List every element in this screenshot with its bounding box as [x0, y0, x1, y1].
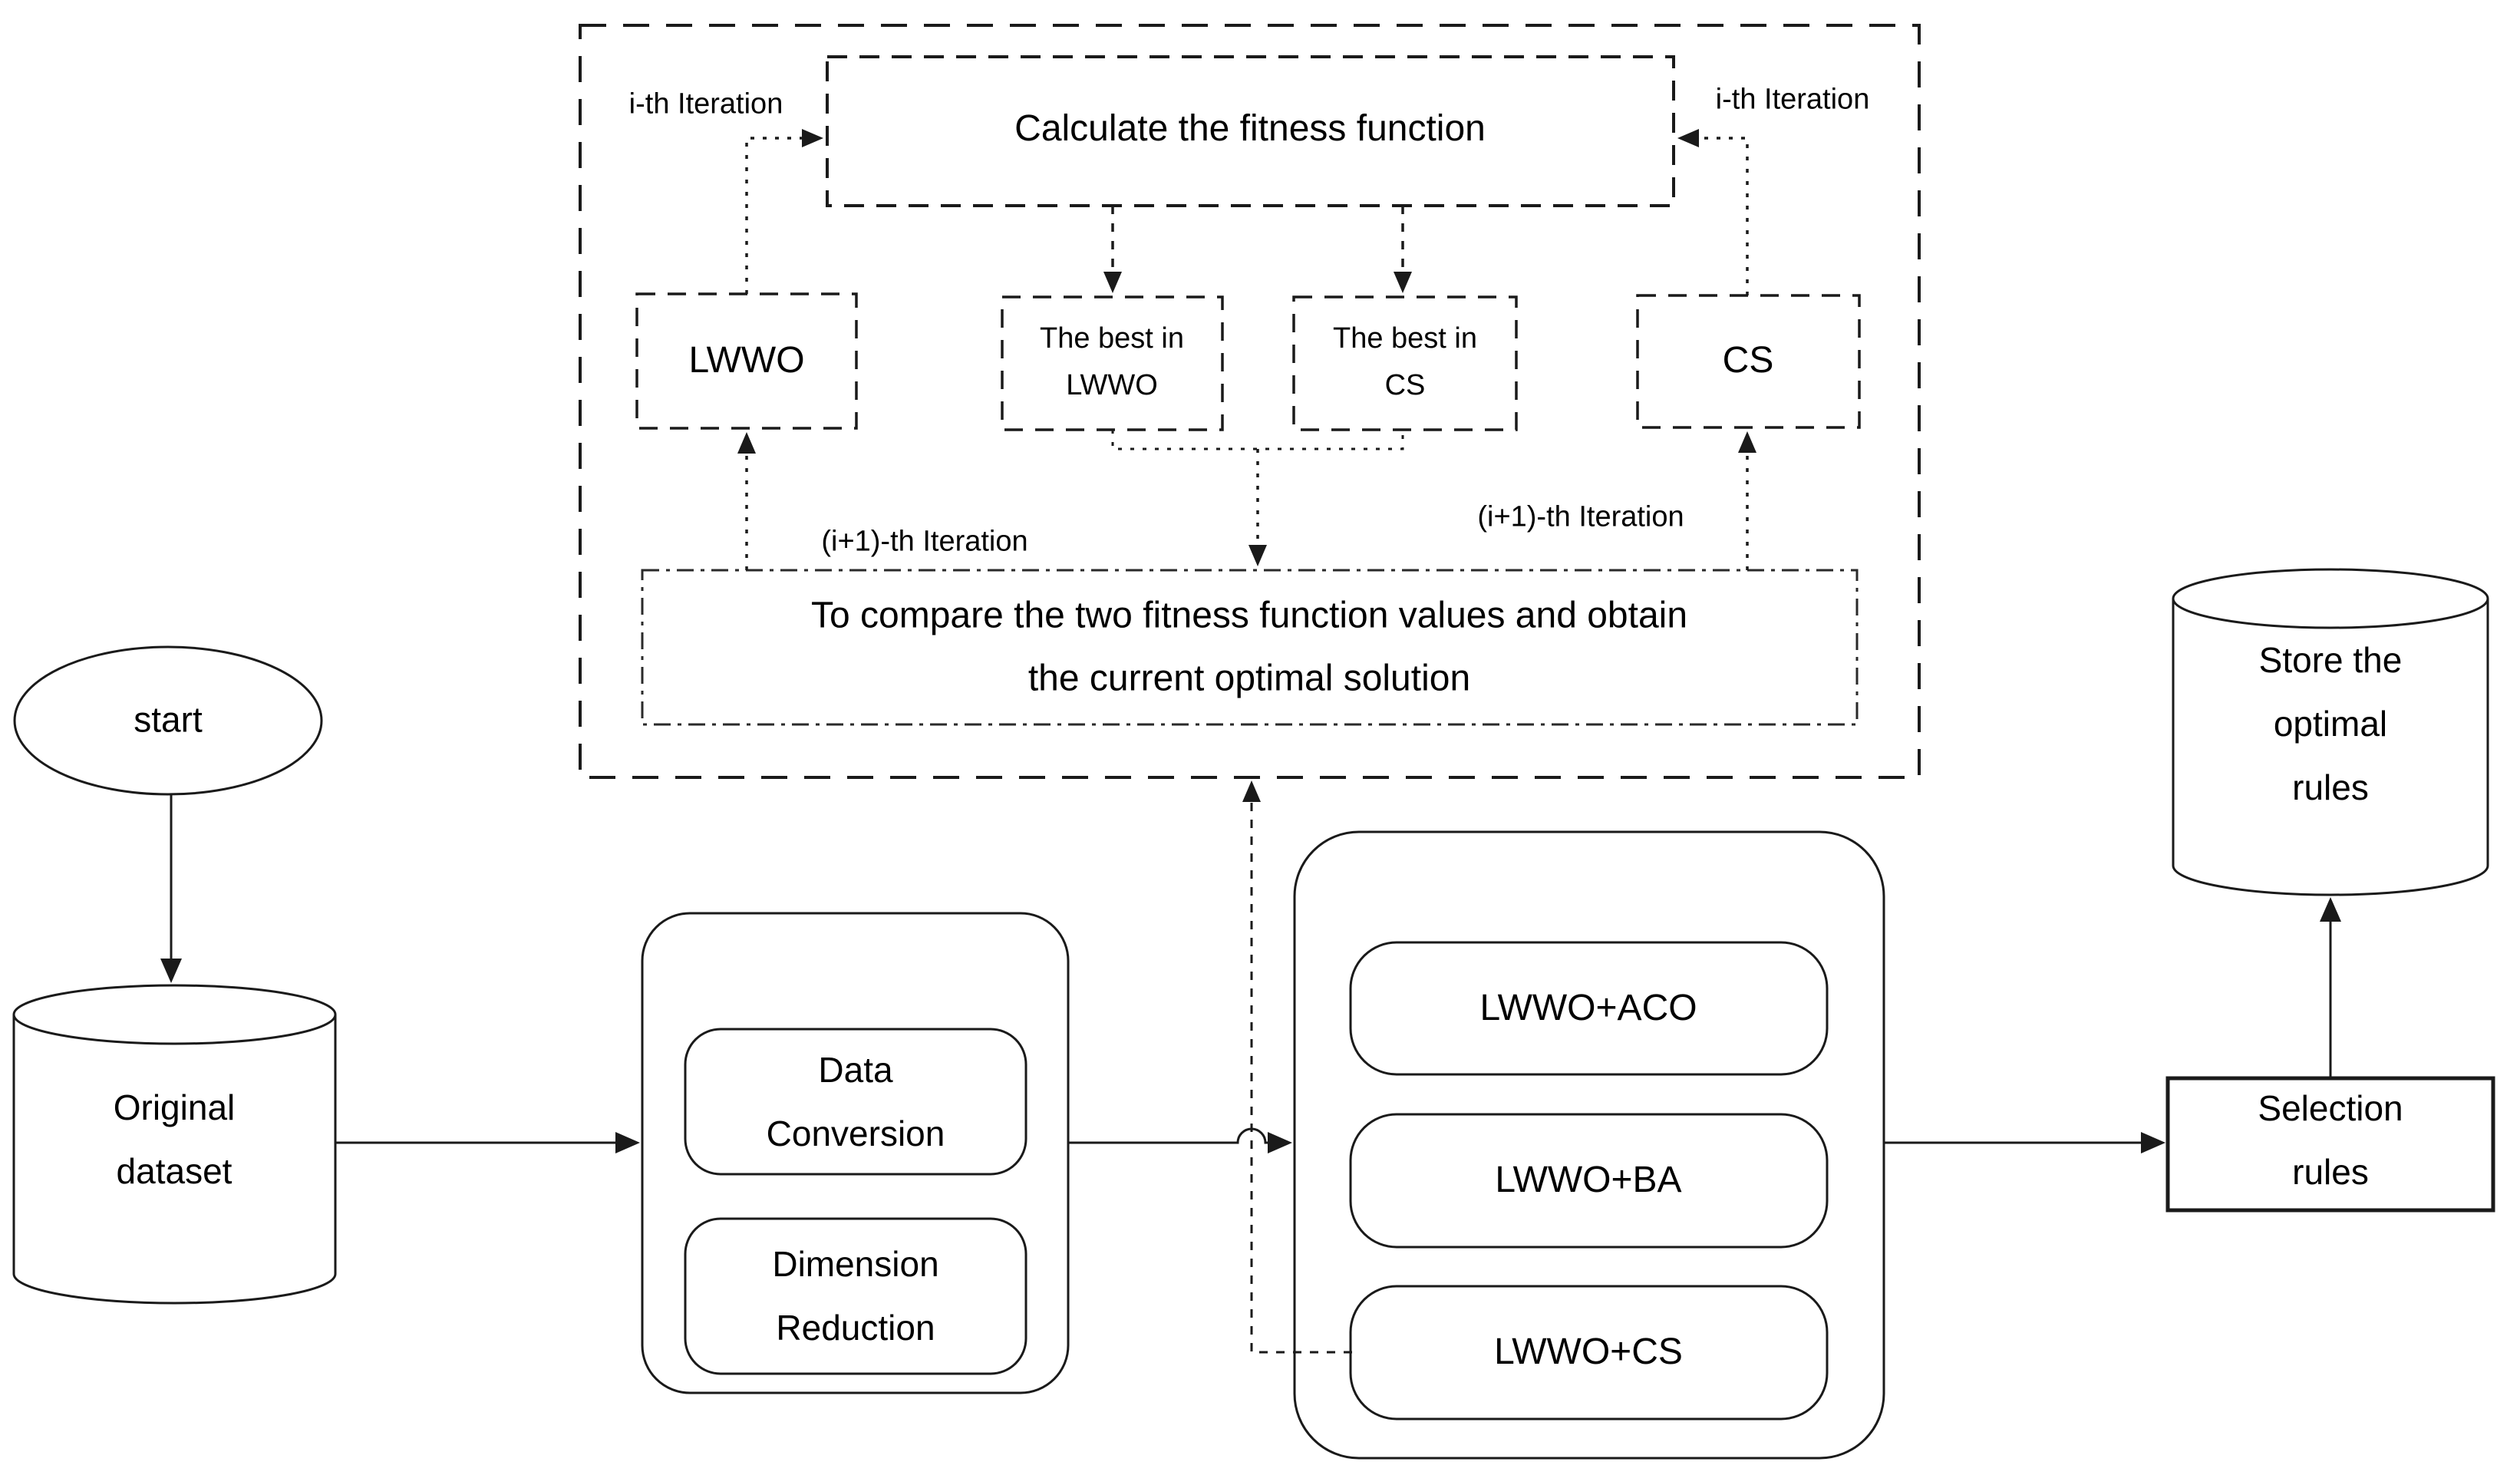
- best-in-cs-box: [1292, 295, 1518, 431]
- hybrid-algorithms-container: [1293, 830, 1885, 1460]
- compare-label: To compare the two fitness function valu…: [810, 595, 1688, 698]
- lwwo-ba-box: [1349, 1113, 1829, 1249]
- i1-iteration-left-label: (i+1)-th Iteration: [821, 525, 1028, 558]
- arrow-lwwo-to-fitness: [745, 129, 823, 294]
- best-in-cs-label: The best in CS: [1333, 322, 1477, 401]
- cs-box: [1636, 294, 1861, 429]
- fitness-function-box: [826, 55, 1675, 207]
- selection-rules-label: Selection rules: [2258, 1088, 2403, 1192]
- start-label: start: [134, 699, 203, 740]
- data-conversion-label: Data Conversion: [766, 1050, 945, 1153]
- fitness-function-label: Calculate the fitness function: [1014, 108, 1486, 149]
- dimension-reduction-box: [684, 1217, 1027, 1375]
- compare-box: [641, 569, 1859, 726]
- best-in-lwwo-label: The best in LWWO: [1040, 322, 1184, 401]
- store-rules-cylinder-top: [2172, 568, 2489, 629]
- iteration-group-container: [579, 24, 1921, 779]
- lwwo-aco-box: [1349, 941, 1829, 1076]
- original-dataset-cylinder-top: [12, 984, 337, 1045]
- original-dataset-label: Original dataset: [113, 1087, 236, 1191]
- ith-iteration-right-label: i-th Iteration: [1715, 83, 1870, 116]
- cs-label: CS: [1722, 340, 1774, 381]
- connector-best-merge: [1111, 430, 1404, 450]
- preprocessing-container: [641, 912, 1070, 1394]
- lwwo-cs-label: LWWO+CS: [1494, 1331, 1683, 1372]
- store-rules-label: Store the optimal rules: [2258, 639, 2403, 807]
- data-conversion-box: [684, 1028, 1027, 1176]
- store-rules-cylinder-body: [2172, 599, 2489, 896]
- arrow-lwwocs-to-iteration-group: [1242, 780, 1352, 1354]
- lwwo-ba-label: LWWO+BA: [1495, 1160, 1682, 1200]
- arrow-cs-to-fitness: [1677, 129, 1749, 295]
- ith-iteration-left-label: i-th Iteration: [628, 87, 783, 120]
- dimension-reduction-label: Dimension Reduction: [772, 1244, 939, 1348]
- i1-iteration-right-label: (i+1)-th Iteration: [1477, 500, 1684, 533]
- arrow-preprocessing-to-hybrid: [1068, 1127, 1292, 1153]
- start-ellipse: [13, 645, 323, 796]
- lwwo-label: LWWO: [688, 340, 805, 381]
- original-dataset-cylinder-body: [12, 1015, 337, 1305]
- lwwo-aco-label: LWWO+ACO: [1479, 988, 1697, 1028]
